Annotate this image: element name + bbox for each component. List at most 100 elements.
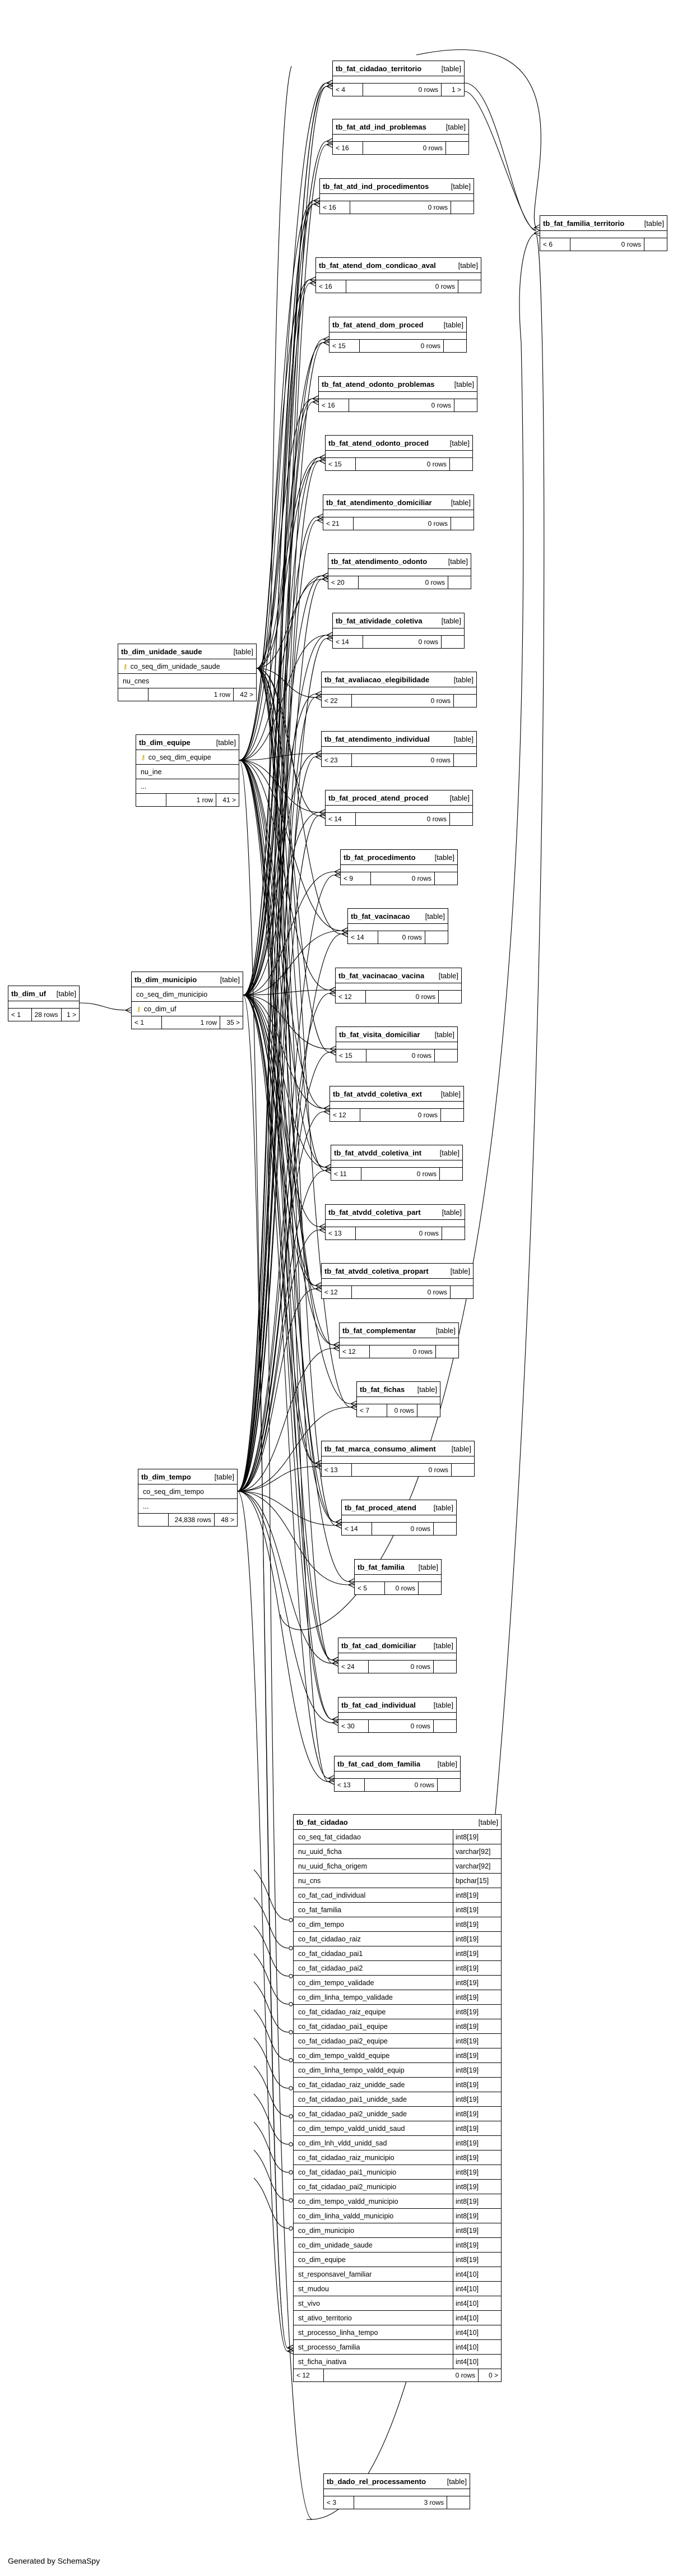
- child-count[interactable]: 41 >: [222, 796, 236, 804]
- table-name[interactable]: tb_fat_proced_atend: [345, 1503, 416, 1512]
- parent-count[interactable]: < 3: [324, 2496, 354, 2509]
- child-count[interactable]: [451, 517, 474, 530]
- table-name[interactable]: tb_fat_cidadao: [296, 1817, 348, 1826]
- row-count[interactable]: 0 rows: [349, 399, 454, 411]
- table-tb-dim-unidade-saude[interactable]: tb_dim_unidade_saude[table]⚷co_seq_dim_u…: [118, 644, 257, 701]
- parent-count[interactable]: < 16: [319, 399, 349, 411]
- row-count[interactable]: 0 rows: [324, 2369, 479, 2381]
- parent-count[interactable]: < 9: [341, 872, 371, 885]
- parent-count[interactable]: < 16: [316, 280, 346, 293]
- row-count[interactable]: 0 rows: [360, 340, 444, 352]
- table-name[interactable]: tb_fat_fichas: [360, 1385, 405, 1394]
- table-name[interactable]: tb_fat_atend_dom_proced: [332, 320, 424, 329]
- parent-count[interactable]: < 14: [333, 636, 363, 648]
- row-count[interactable]: 0 rows: [371, 872, 435, 885]
- row-count[interactable]: 0 rows: [350, 201, 451, 214]
- parent-count[interactable]: [138, 1514, 169, 1526]
- table-name[interactable]: tb_fat_atendimento_domiciliar: [326, 498, 432, 507]
- child-count[interactable]: [419, 1582, 441, 1594]
- table-tb-fat-atendimento-individual[interactable]: tb_fat_atendimento_individual[table]< 23…: [321, 731, 477, 767]
- child-count[interactable]: [436, 1345, 458, 1358]
- table-tb-dim-tempo[interactable]: tb_dim_tempo[table]co_seq_dim_tempo...24…: [138, 1469, 238, 1527]
- parent-count[interactable]: < 14: [326, 813, 356, 825]
- parent-count[interactable]: < 30: [338, 1720, 369, 1732]
- parent-count[interactable]: < 15: [336, 1049, 366, 1062]
- child-count[interactable]: [442, 636, 464, 648]
- child-count[interactable]: [434, 1720, 456, 1732]
- table-name[interactable]: tb_fat_atvdd_coletiva_int: [334, 1148, 422, 1157]
- child-count[interactable]: [450, 458, 472, 470]
- table-name[interactable]: tb_fat_atvdd_coletiva_part: [328, 1208, 421, 1217]
- table-name[interactable]: tb_fat_atendimento_odonto: [331, 557, 428, 566]
- child-count[interactable]: [454, 399, 477, 411]
- table-name[interactable]: tb_dim_equipe: [139, 738, 191, 747]
- child-count[interactable]: 48 >: [221, 1516, 234, 1524]
- parent-count[interactable]: < 13: [326, 1227, 356, 1240]
- child-count[interactable]: [458, 280, 481, 293]
- table-tb-fat-atendimento-domiciliar[interactable]: tb_fat_atendimento_domiciliar[table]< 21…: [323, 494, 474, 530]
- parent-count[interactable]: < 5: [355, 1582, 385, 1594]
- table-tb-dim-municipio[interactable]: tb_dim_municipio[table]co_seq_dim_munici…: [131, 972, 243, 1029]
- child-count[interactable]: 42 >: [240, 691, 253, 699]
- table-tb-fat-atend-odonto-problemas[interactable]: tb_fat_atend_odonto_problemas[table]< 16…: [318, 376, 477, 412]
- parent-count[interactable]: < 23: [322, 754, 352, 766]
- child-count[interactable]: [435, 1049, 457, 1062]
- child-count[interactable]: [439, 991, 461, 1003]
- parent-count[interactable]: < 1: [132, 1016, 162, 1029]
- child-count[interactable]: 35 >: [226, 1019, 240, 1026]
- child-count[interactable]: [451, 201, 474, 214]
- row-count[interactable]: 24,838 rows: [169, 1514, 215, 1526]
- row-count[interactable]: 0 rows: [356, 813, 450, 825]
- table-name[interactable]: tb_fat_atend_dom_condicao_aval: [319, 261, 436, 270]
- row-count[interactable]: 0 rows: [354, 517, 451, 530]
- table-tb-fat-atend-dom-condicao-aval[interactable]: tb_fat_atend_dom_condicao_aval[table]< 1…: [315, 257, 481, 293]
- table-tb-fat-avaliacao-elegibilidade[interactable]: tb_fat_avaliacao_elegibilidade[table]< 2…: [321, 672, 477, 707]
- child-count[interactable]: [442, 1227, 465, 1240]
- parent-count[interactable]: < 12: [330, 1109, 360, 1121]
- row-count[interactable]: 0 rows: [363, 84, 442, 96]
- row-count[interactable]: 0 rows: [352, 695, 454, 707]
- child-count[interactable]: 0 >: [488, 2371, 498, 2379]
- row-count[interactable]: 0 rows: [387, 1404, 417, 1417]
- parent-count[interactable]: < 6: [540, 238, 570, 251]
- row-count[interactable]: 0 rows: [346, 280, 458, 293]
- table-name[interactable]: tb_fat_visita_domiciliar: [339, 1030, 420, 1039]
- child-count[interactable]: [435, 872, 457, 885]
- parent-count[interactable]: < 13: [335, 1779, 365, 1791]
- parent-count[interactable]: < 12: [294, 2369, 324, 2381]
- table-tb-fat-atvdd-coletiva-propart[interactable]: tb_fat_atvdd_coletiva_propart[table]< 12…: [321, 1263, 474, 1299]
- table-name[interactable]: tb_fat_atvdd_coletiva_ext: [333, 1089, 422, 1098]
- parent-count[interactable]: < 16: [333, 142, 363, 154]
- parent-count[interactable]: < 1: [8, 1009, 32, 1021]
- parent-count[interactable]: [136, 794, 166, 806]
- row-count[interactable]: 0 rows: [352, 754, 454, 766]
- parent-count[interactable]: < 11: [331, 1168, 361, 1180]
- row-count[interactable]: 0 rows: [369, 1720, 434, 1732]
- table-name[interactable]: tb_fat_cad_individual: [341, 1700, 416, 1709]
- parent-count[interactable]: < 20: [328, 576, 359, 589]
- child-count[interactable]: [451, 1286, 473, 1298]
- row-count[interactable]: 0 rows: [361, 1168, 440, 1180]
- child-count[interactable]: [434, 1523, 456, 1535]
- parent-count[interactable]: < 22: [322, 695, 352, 707]
- row-count[interactable]: 0 rows: [359, 576, 448, 589]
- parent-count[interactable]: < 13: [322, 1464, 352, 1476]
- child-count[interactable]: 1 >: [66, 1011, 76, 1019]
- row-count[interactable]: 0 rows: [370, 1345, 436, 1358]
